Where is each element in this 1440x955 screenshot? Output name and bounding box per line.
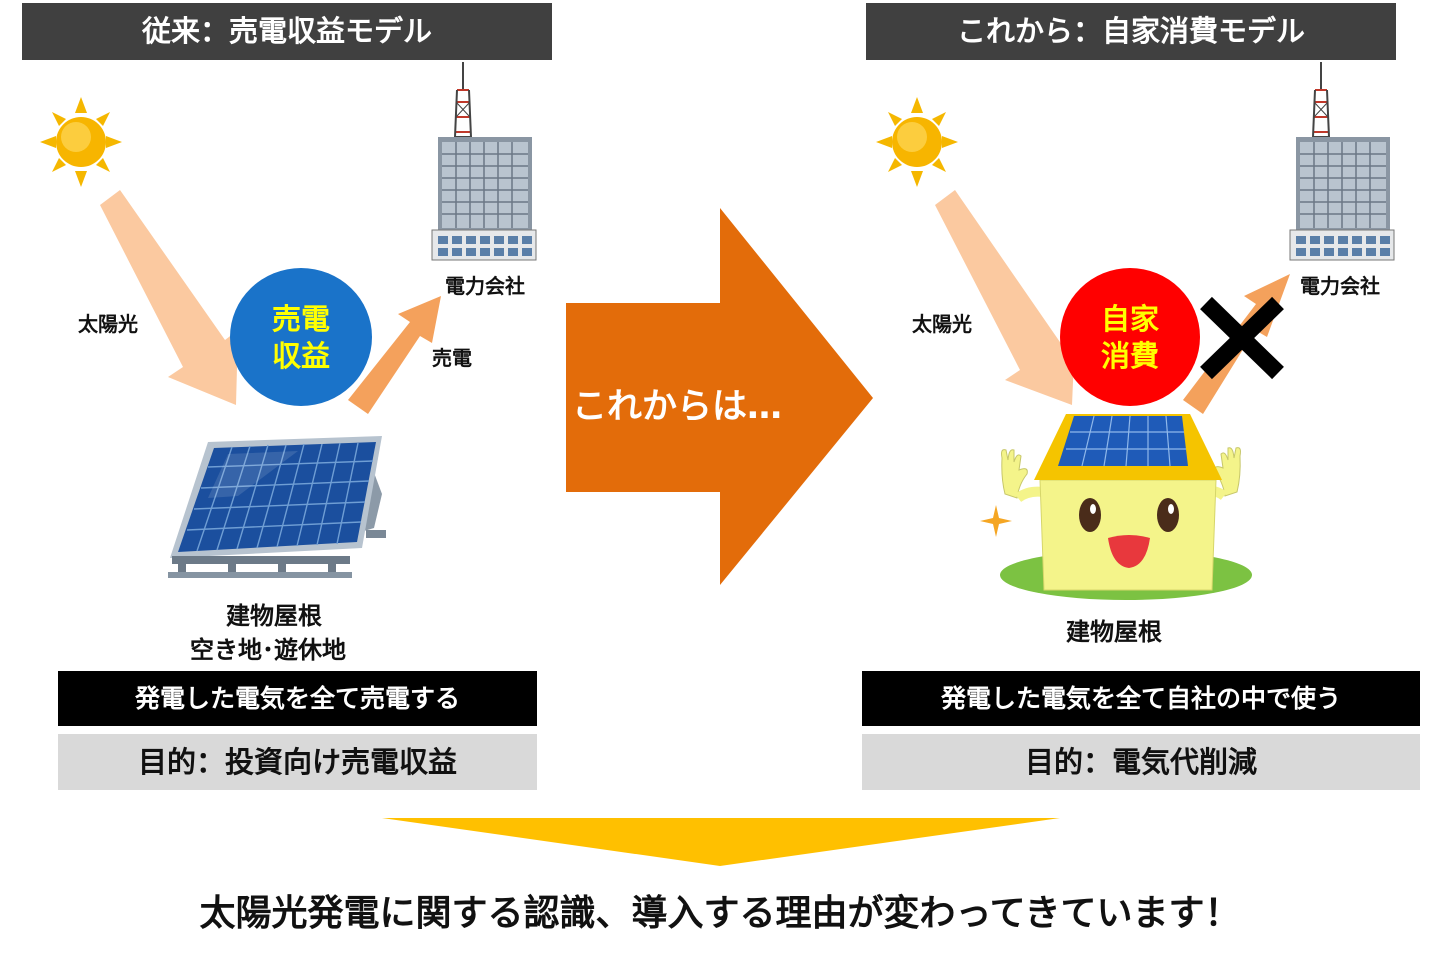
- footer-message: 太陽光発電に関する認識、導入する理由が変わってきています！: [199, 893, 1241, 934]
- solar-panel-icon: [168, 436, 386, 578]
- left-header: 従来：売電収益モデル: [22, 3, 552, 60]
- right-purpose: 目的：電気代削減: [862, 734, 1420, 790]
- site-label: 建物屋根: [1066, 618, 1162, 646]
- sunlight-label: 太陽光: [912, 312, 972, 336]
- self-consumption-circle: 自家 消費: [1060, 268, 1200, 406]
- sell-revenue-circle: 売電 収益: [230, 268, 372, 406]
- right-header: これから：自家消費モデル: [866, 3, 1396, 60]
- circle-line-1: 自家: [1100, 302, 1159, 336]
- site-line-2: 空き地･遊休地: [190, 636, 346, 664]
- building-icon: [1289, 62, 1395, 261]
- smiling-house-icon: [980, 414, 1252, 600]
- right-description: 発電した電気を全て自社の中で使う: [862, 671, 1420, 726]
- sun-icon: [876, 97, 958, 187]
- sunlight-label: 太陽光: [78, 312, 138, 336]
- cross-icon: [1200, 296, 1284, 380]
- company-label: 電力会社: [445, 274, 525, 298]
- sun-icon: [40, 97, 122, 187]
- circle-line-2: 収益: [271, 339, 330, 373]
- circle-line-1: 売電: [271, 302, 330, 336]
- left-description: 発電した電気を全て売電する: [58, 671, 537, 726]
- circle-line-2: 消費: [1100, 339, 1159, 373]
- site-line-1: 建物屋根: [226, 602, 322, 630]
- left-purpose: 目的：投資向け売電収益: [58, 734, 537, 790]
- center-arrow-text: これからは…: [572, 387, 783, 427]
- company-label: 電力会社: [1300, 274, 1380, 298]
- sell-label: 売電: [432, 346, 472, 370]
- building-icon: [431, 62, 537, 261]
